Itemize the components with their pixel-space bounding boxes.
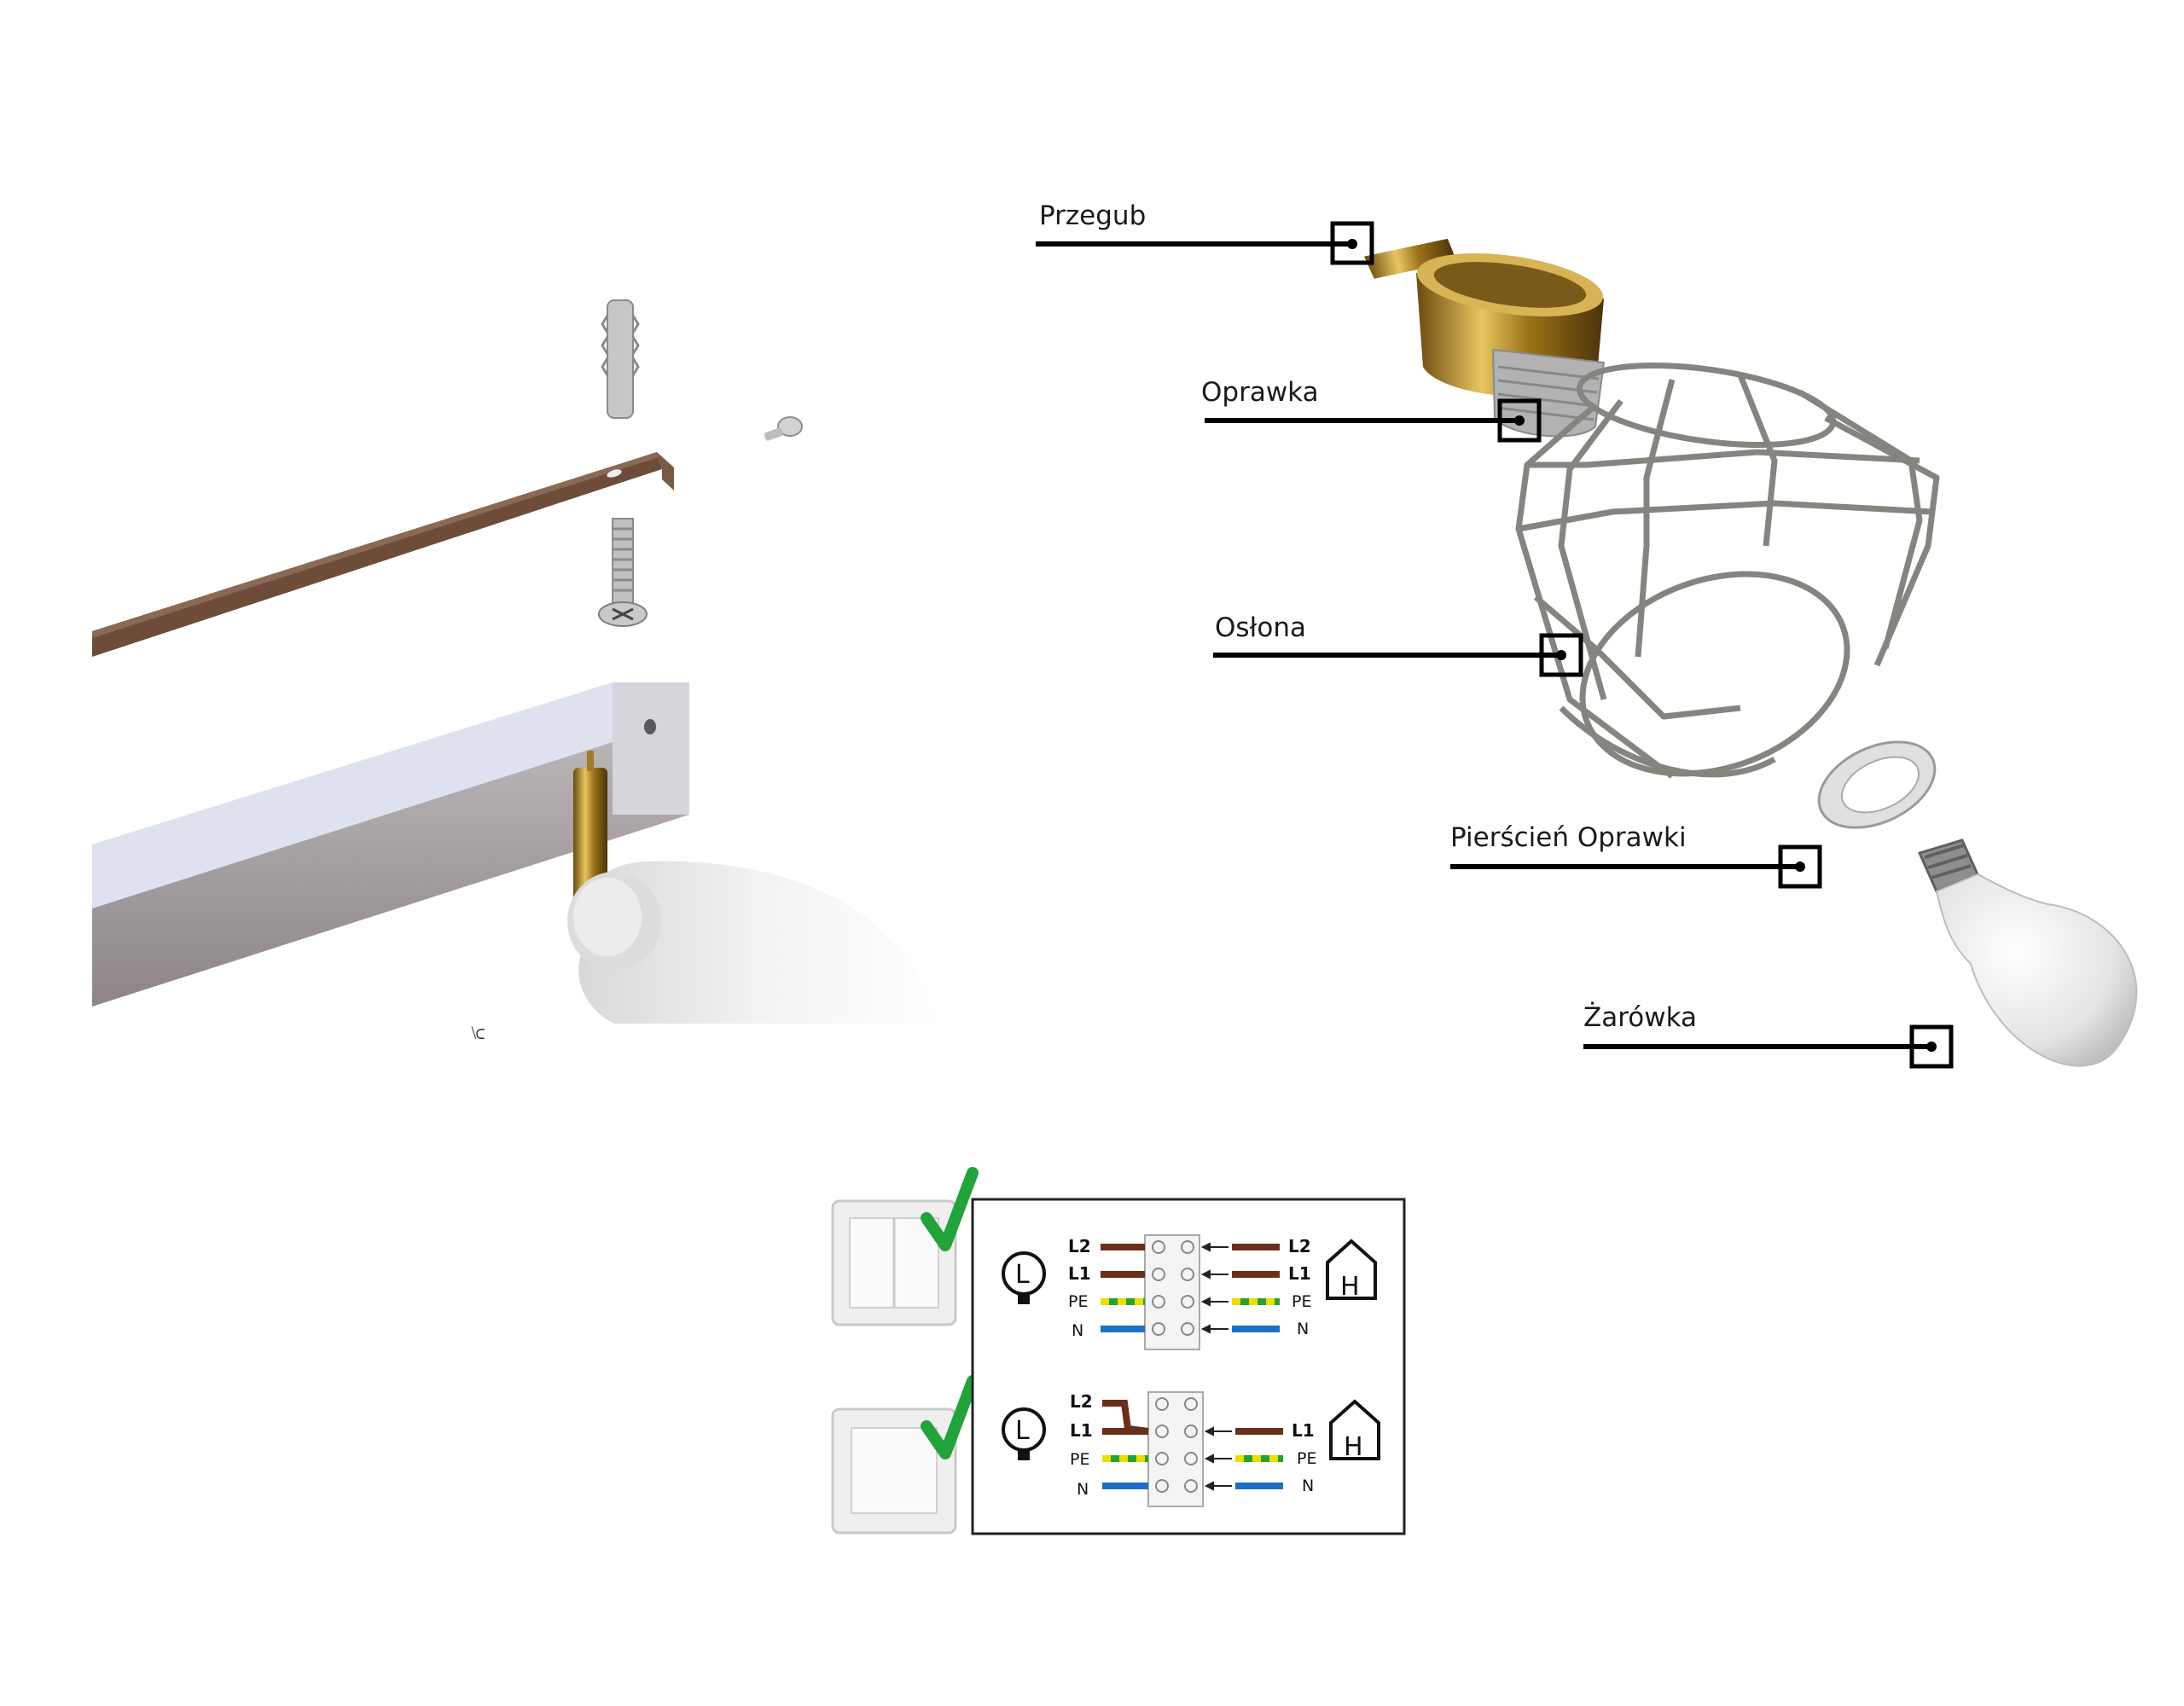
callout-label-oprawka: Oprawka [1201, 377, 1319, 408]
svg-text:PE: PE [1292, 1292, 1311, 1311]
single-switch-icon [831, 1407, 957, 1535]
ceiling-rail [92, 682, 689, 1007]
wiring-top: L H [1002, 1234, 1377, 1350]
svg-text:L2: L2 [1070, 1391, 1093, 1412]
small-screw [764, 416, 803, 441]
svg-text:N: N [1302, 1477, 1314, 1495]
svg-text:H: H [1344, 1432, 1363, 1462]
callout-przegub: Przegub [1036, 200, 1374, 265]
white-shade [567, 861, 938, 1024]
double-switch-icon [831, 1199, 957, 1326]
callout-label-zarowka: Żarówka [1583, 1002, 1697, 1033]
mounting-bracket [92, 452, 674, 657]
callout-zarowka: Żarówka [1583, 1002, 1954, 1069]
svg-text:N: N [1297, 1320, 1309, 1338]
mounting-parts: ⟈ [92, 299, 938, 1043]
svg-text:PE: PE [1070, 1450, 1089, 1469]
svg-text:PE: PE [1297, 1449, 1316, 1468]
house-icon: H [1329, 1399, 1380, 1462]
wall-plug [601, 299, 640, 419]
lamp-socket [1491, 348, 1606, 438]
callout-label-pierscien: Pierścień Oprawki [1450, 822, 1687, 853]
exploded-lamp [1364, 238, 2138, 1067]
joint-part [1364, 238, 1457, 279]
callout-pierscien: Pierścień Oprawki [1450, 822, 1822, 889]
wire-cage [1515, 362, 1940, 779]
socket-ring [1817, 740, 1937, 829]
house-icon: H [1326, 1239, 1377, 1302]
check-icon [921, 1167, 979, 1251]
callout-oprawka: Oprawka [1201, 377, 1542, 443]
svg-text:L2: L2 [1288, 1236, 1311, 1256]
callout-label-przegub: Przegub [1039, 200, 1146, 231]
svg-text:PE: PE [1068, 1292, 1088, 1311]
svg-text:N: N [1077, 1480, 1089, 1499]
terminal-block [1144, 1234, 1200, 1350]
small-mark: ⟈ [471, 1023, 485, 1043]
long-screw [598, 518, 648, 627]
svg-text:H: H [1340, 1272, 1360, 1302]
lamp-icon: L [1002, 1407, 1046, 1460]
callout-label-oslona: Osłona [1215, 612, 1306, 643]
svg-text:L2: L2 [1068, 1236, 1091, 1256]
svg-text:L1: L1 [1292, 1420, 1315, 1441]
svg-text:L1: L1 [1288, 1263, 1311, 1284]
svg-text:L: L [1015, 1416, 1030, 1446]
light-bulb [1917, 838, 2138, 1067]
svg-text:L1: L1 [1070, 1420, 1093, 1441]
wiring-diagram: L H [831, 1167, 1406, 1535]
callout-oslona: Osłona [1213, 612, 1583, 677]
check-icon [921, 1375, 979, 1459]
lamp-icon: L [1002, 1251, 1046, 1304]
svg-text:N: N [1072, 1321, 1083, 1340]
wiring-bottom: L H [1002, 1391, 1380, 1507]
terminal-block [1147, 1391, 1204, 1507]
svg-text:L1: L1 [1068, 1263, 1091, 1284]
svg-text:L: L [1015, 1260, 1030, 1290]
